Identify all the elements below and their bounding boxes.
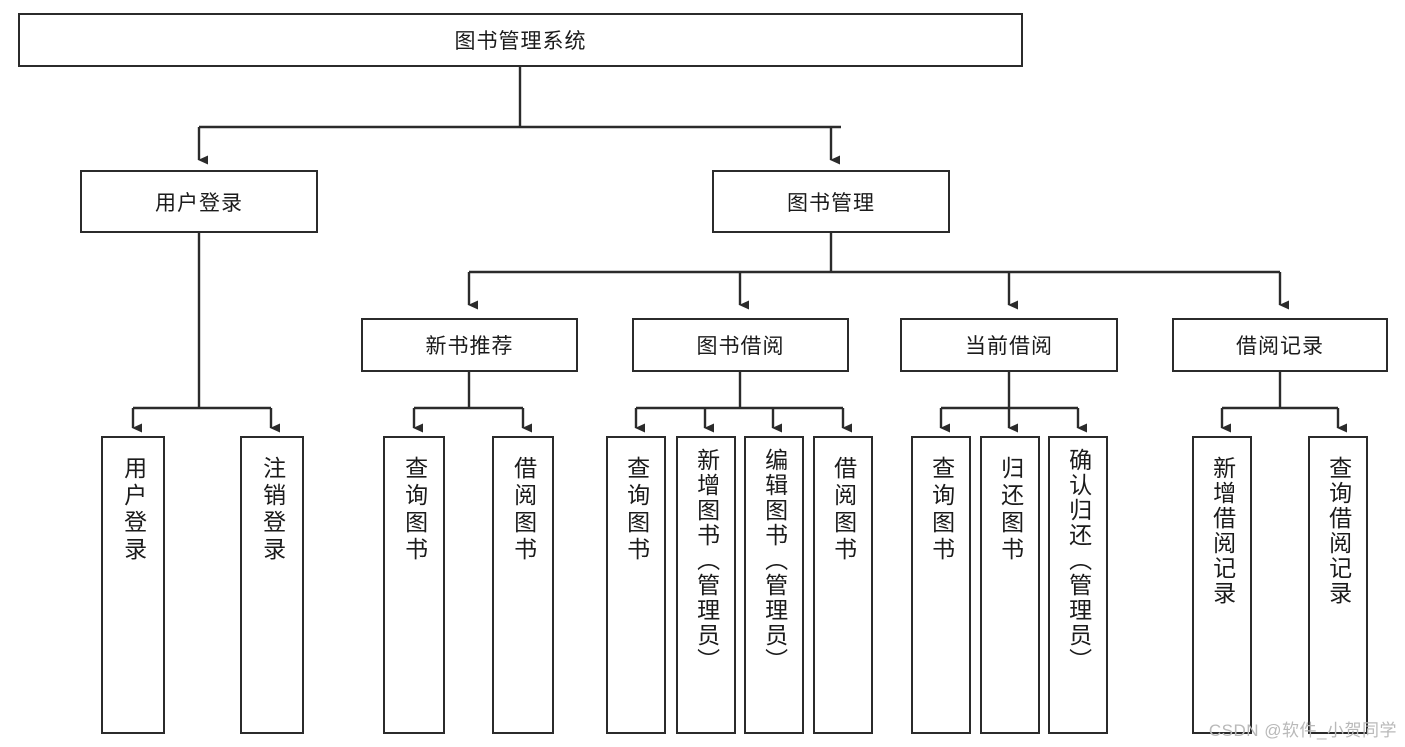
node-leaf-confirm-return[interactable]: 确认归还（管理员） (1048, 436, 1108, 734)
node-leaf-query-record[interactable]: 查询借阅记录 (1308, 436, 1368, 734)
node-root-system[interactable]: 图书管理系统 (18, 13, 1023, 67)
node-label: 编辑图书（管理员） (761, 448, 788, 673)
node-book-management[interactable]: 图书管理 (712, 170, 950, 233)
node-leaf-add-record[interactable]: 新增借阅记录 (1192, 436, 1252, 734)
node-label: 查询图书 (928, 456, 955, 564)
node-user-login[interactable]: 用户登录 (80, 170, 318, 233)
node-label: 借阅图书 (510, 456, 537, 564)
node-leaf-logout-login[interactable]: 注销登录 (240, 436, 304, 734)
node-leaf-query-book-3[interactable]: 查询图书 (911, 436, 971, 734)
node-current-borrow[interactable]: 当前借阅 (900, 318, 1118, 372)
node-label: 新增图书（管理员） (693, 448, 720, 673)
node-label: 新书推荐 (425, 335, 514, 358)
node-label: 新增借阅记录 (1209, 456, 1236, 606)
book-management-connectors (467, 233, 1289, 310)
current-borrow-connectors (939, 372, 1087, 433)
node-label: 查询借阅记录 (1325, 456, 1352, 606)
node-new-book-recommend[interactable]: 新书推荐 (361, 318, 578, 372)
node-borrow-record[interactable]: 借阅记录 (1172, 318, 1388, 372)
node-label: 当前借阅 (965, 335, 1053, 358)
node-leaf-user-login[interactable]: 用户登录 (101, 436, 165, 734)
node-label: 用户登录 (120, 456, 147, 564)
borrow-record-connectors (1220, 372, 1347, 433)
book-borrow-connectors (634, 372, 852, 433)
node-label: 借阅记录 (1236, 335, 1324, 358)
node-leaf-query-book-1[interactable]: 查询图书 (383, 436, 445, 734)
csdn-watermark: CSDN @软件_小贺同学 (1208, 721, 1397, 740)
node-label: 用户登录 (155, 191, 243, 215)
node-label: 图书管理 (787, 191, 875, 215)
node-leaf-borrow-book-1[interactable]: 借阅图书 (492, 436, 554, 734)
node-label: 注销登录 (259, 456, 286, 564)
node-label: 查询图书 (623, 456, 650, 564)
new-book-connectors (412, 372, 532, 433)
node-book-borrow[interactable]: 图书借阅 (632, 318, 849, 372)
node-label: 图书借阅 (696, 335, 785, 358)
node-label: 借阅图书 (830, 456, 857, 564)
node-leaf-edit-book[interactable]: 编辑图书（管理员） (744, 436, 804, 734)
user-login-connectors (131, 233, 280, 433)
node-leaf-borrow-book-2[interactable]: 借阅图书 (813, 436, 873, 734)
node-leaf-return-book[interactable]: 归还图书 (980, 436, 1040, 734)
root-connectors (197, 67, 841, 165)
node-label: 查询图书 (401, 456, 428, 564)
node-label: 确认归还（管理员） (1065, 448, 1092, 673)
node-leaf-query-book-2[interactable]: 查询图书 (606, 436, 666, 734)
node-leaf-add-book[interactable]: 新增图书（管理员） (676, 436, 736, 734)
node-label: 图书管理系统 (454, 30, 587, 53)
node-label: 归还图书 (997, 456, 1024, 564)
